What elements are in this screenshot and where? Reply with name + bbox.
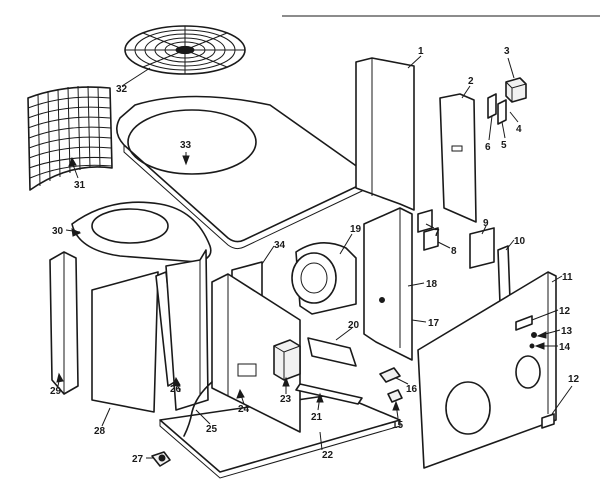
- callout-24: 24: [238, 404, 250, 415]
- callout-8: 8: [451, 246, 457, 257]
- callout-20: 20: [348, 320, 360, 331]
- callout-31: 31: [74, 180, 86, 191]
- part-27-fitting: [151, 451, 171, 467]
- part-16-clip: [379, 367, 401, 383]
- leader-arrows: [56, 155, 547, 411]
- part-12-clip-lower: [541, 413, 555, 429]
- callout-33: 33: [180, 140, 192, 151]
- callout-34: 34: [274, 240, 286, 251]
- callout-3: 3: [504, 46, 510, 57]
- callout-28: 28: [94, 426, 106, 437]
- part-32-fan-guard: [124, 25, 246, 75]
- part-15-fitting: [387, 389, 403, 403]
- callout-13: 13: [561, 326, 573, 337]
- part-24-control-panel: [211, 273, 301, 433]
- callout-17: 17: [428, 318, 440, 329]
- part-2-access-panel: [439, 93, 477, 223]
- part-31-coil-guard: [27, 85, 113, 191]
- callout-32: 32: [116, 84, 128, 95]
- part-19-blower: [291, 242, 357, 315]
- callout-1: 1: [418, 46, 424, 57]
- leader-12-lower: [551, 385, 573, 415]
- part-25-wire: [183, 381, 213, 437]
- callout-26: 26: [170, 384, 182, 395]
- part-21-rail: [295, 383, 363, 405]
- part-8-plate: [423, 227, 439, 251]
- callout-14: 14: [559, 342, 571, 353]
- callout-29: 29: [50, 386, 62, 397]
- callout-6: 6: [485, 142, 491, 153]
- callout-18: 18: [426, 279, 438, 290]
- part-5-bracket: [497, 99, 507, 125]
- part-9-plate: [469, 227, 495, 269]
- part-14-washer: [529, 343, 535, 349]
- callout-5: 5: [501, 140, 507, 151]
- part-13-screw: [531, 332, 537, 338]
- callout-25: 25: [206, 424, 218, 435]
- part-23-component-box: [273, 339, 301, 381]
- callout-12-upper: 12: [559, 306, 571, 317]
- part-7-plate: [417, 209, 433, 233]
- callout-30: 30: [52, 226, 64, 237]
- callout-4: 4: [516, 124, 522, 135]
- callout-12-lower: 12: [568, 374, 580, 385]
- part-3-box: [505, 77, 527, 103]
- part-1-side-panel: [355, 57, 415, 211]
- callout-9: 9: [483, 218, 489, 229]
- part-6-bracket: [487, 93, 497, 119]
- callout-15: 15: [392, 420, 404, 431]
- callout-22: 22: [322, 450, 334, 461]
- callout-16: 16: [406, 384, 418, 395]
- part-29-left-panel: [49, 251, 79, 395]
- callout-10: 10: [514, 236, 526, 247]
- part-30-base-plate: [71, 201, 212, 263]
- callout-21: 21: [311, 412, 323, 423]
- part-11-front-panel: [417, 271, 557, 469]
- callout-labels: 1 2 3 4 5 6 7 8 9 10 11 12 13 14 15 16 1…: [50, 46, 580, 465]
- callout-19: 19: [350, 224, 362, 235]
- part-20-mounting-bar: [307, 337, 357, 367]
- part-28-front-panel: [91, 271, 159, 413]
- callout-27: 27: [132, 454, 144, 465]
- callout-2: 2: [468, 76, 474, 87]
- part-12-clip-upper: [515, 315, 533, 331]
- part-18-partition-panel: [363, 207, 413, 361]
- callout-11: 11: [562, 272, 573, 283]
- callout-23: 23: [280, 394, 292, 405]
- callout-7: 7: [434, 228, 440, 239]
